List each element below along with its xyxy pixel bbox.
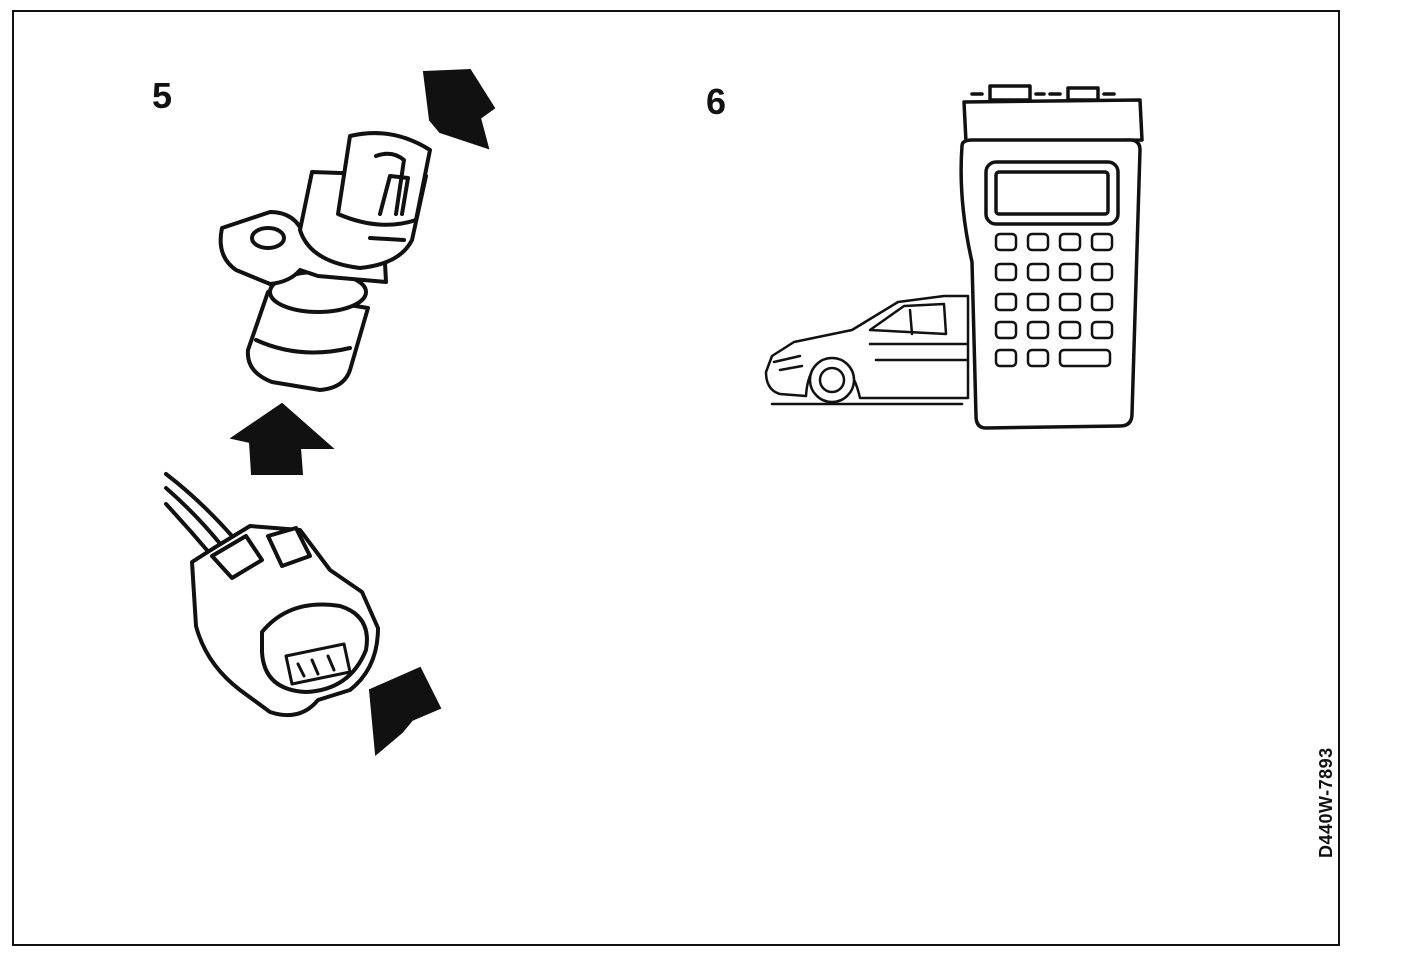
scan-tool-icon — [959, 84, 1144, 430]
figure-code: D440W-7893 — [1316, 747, 1336, 858]
step-number-5: 5 — [152, 75, 173, 116]
connector-icon — [164, 472, 380, 717]
car-icon — [764, 294, 970, 406]
arrow-icon — [229, 68, 496, 757]
figure-frame — [12, 10, 1340, 946]
step-number-6: 6 — [706, 81, 727, 122]
sensor-icon — [218, 131, 432, 392]
